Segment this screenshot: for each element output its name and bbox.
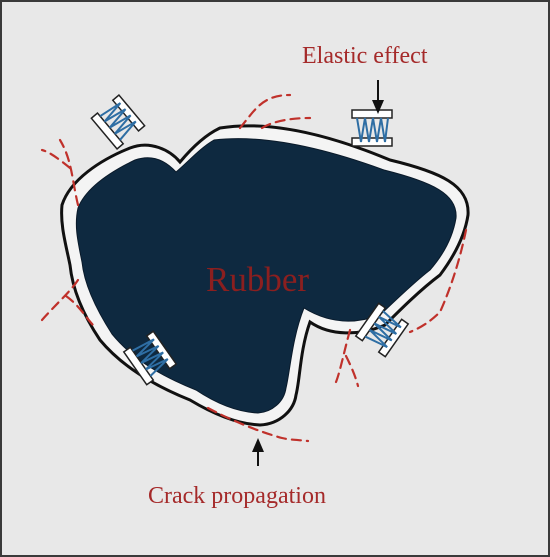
- elastic-effect-label: Elastic effect: [302, 43, 428, 69]
- spring-icon: [351, 109, 393, 147]
- crack-lines: [40, 93, 468, 443]
- crack-right: [408, 228, 468, 334]
- crack-upper-left: [40, 138, 80, 207]
- crack-propagation-label: Crack propagation: [148, 483, 326, 509]
- arrow-icon: [252, 438, 264, 466]
- crack-lower-right: [334, 328, 360, 388]
- crack-left: [40, 278, 96, 328]
- rubber-label: Rubber: [206, 260, 310, 299]
- crack-bottom: [206, 406, 310, 443]
- crack-top: [238, 93, 312, 130]
- arrow-icon: [372, 80, 384, 114]
